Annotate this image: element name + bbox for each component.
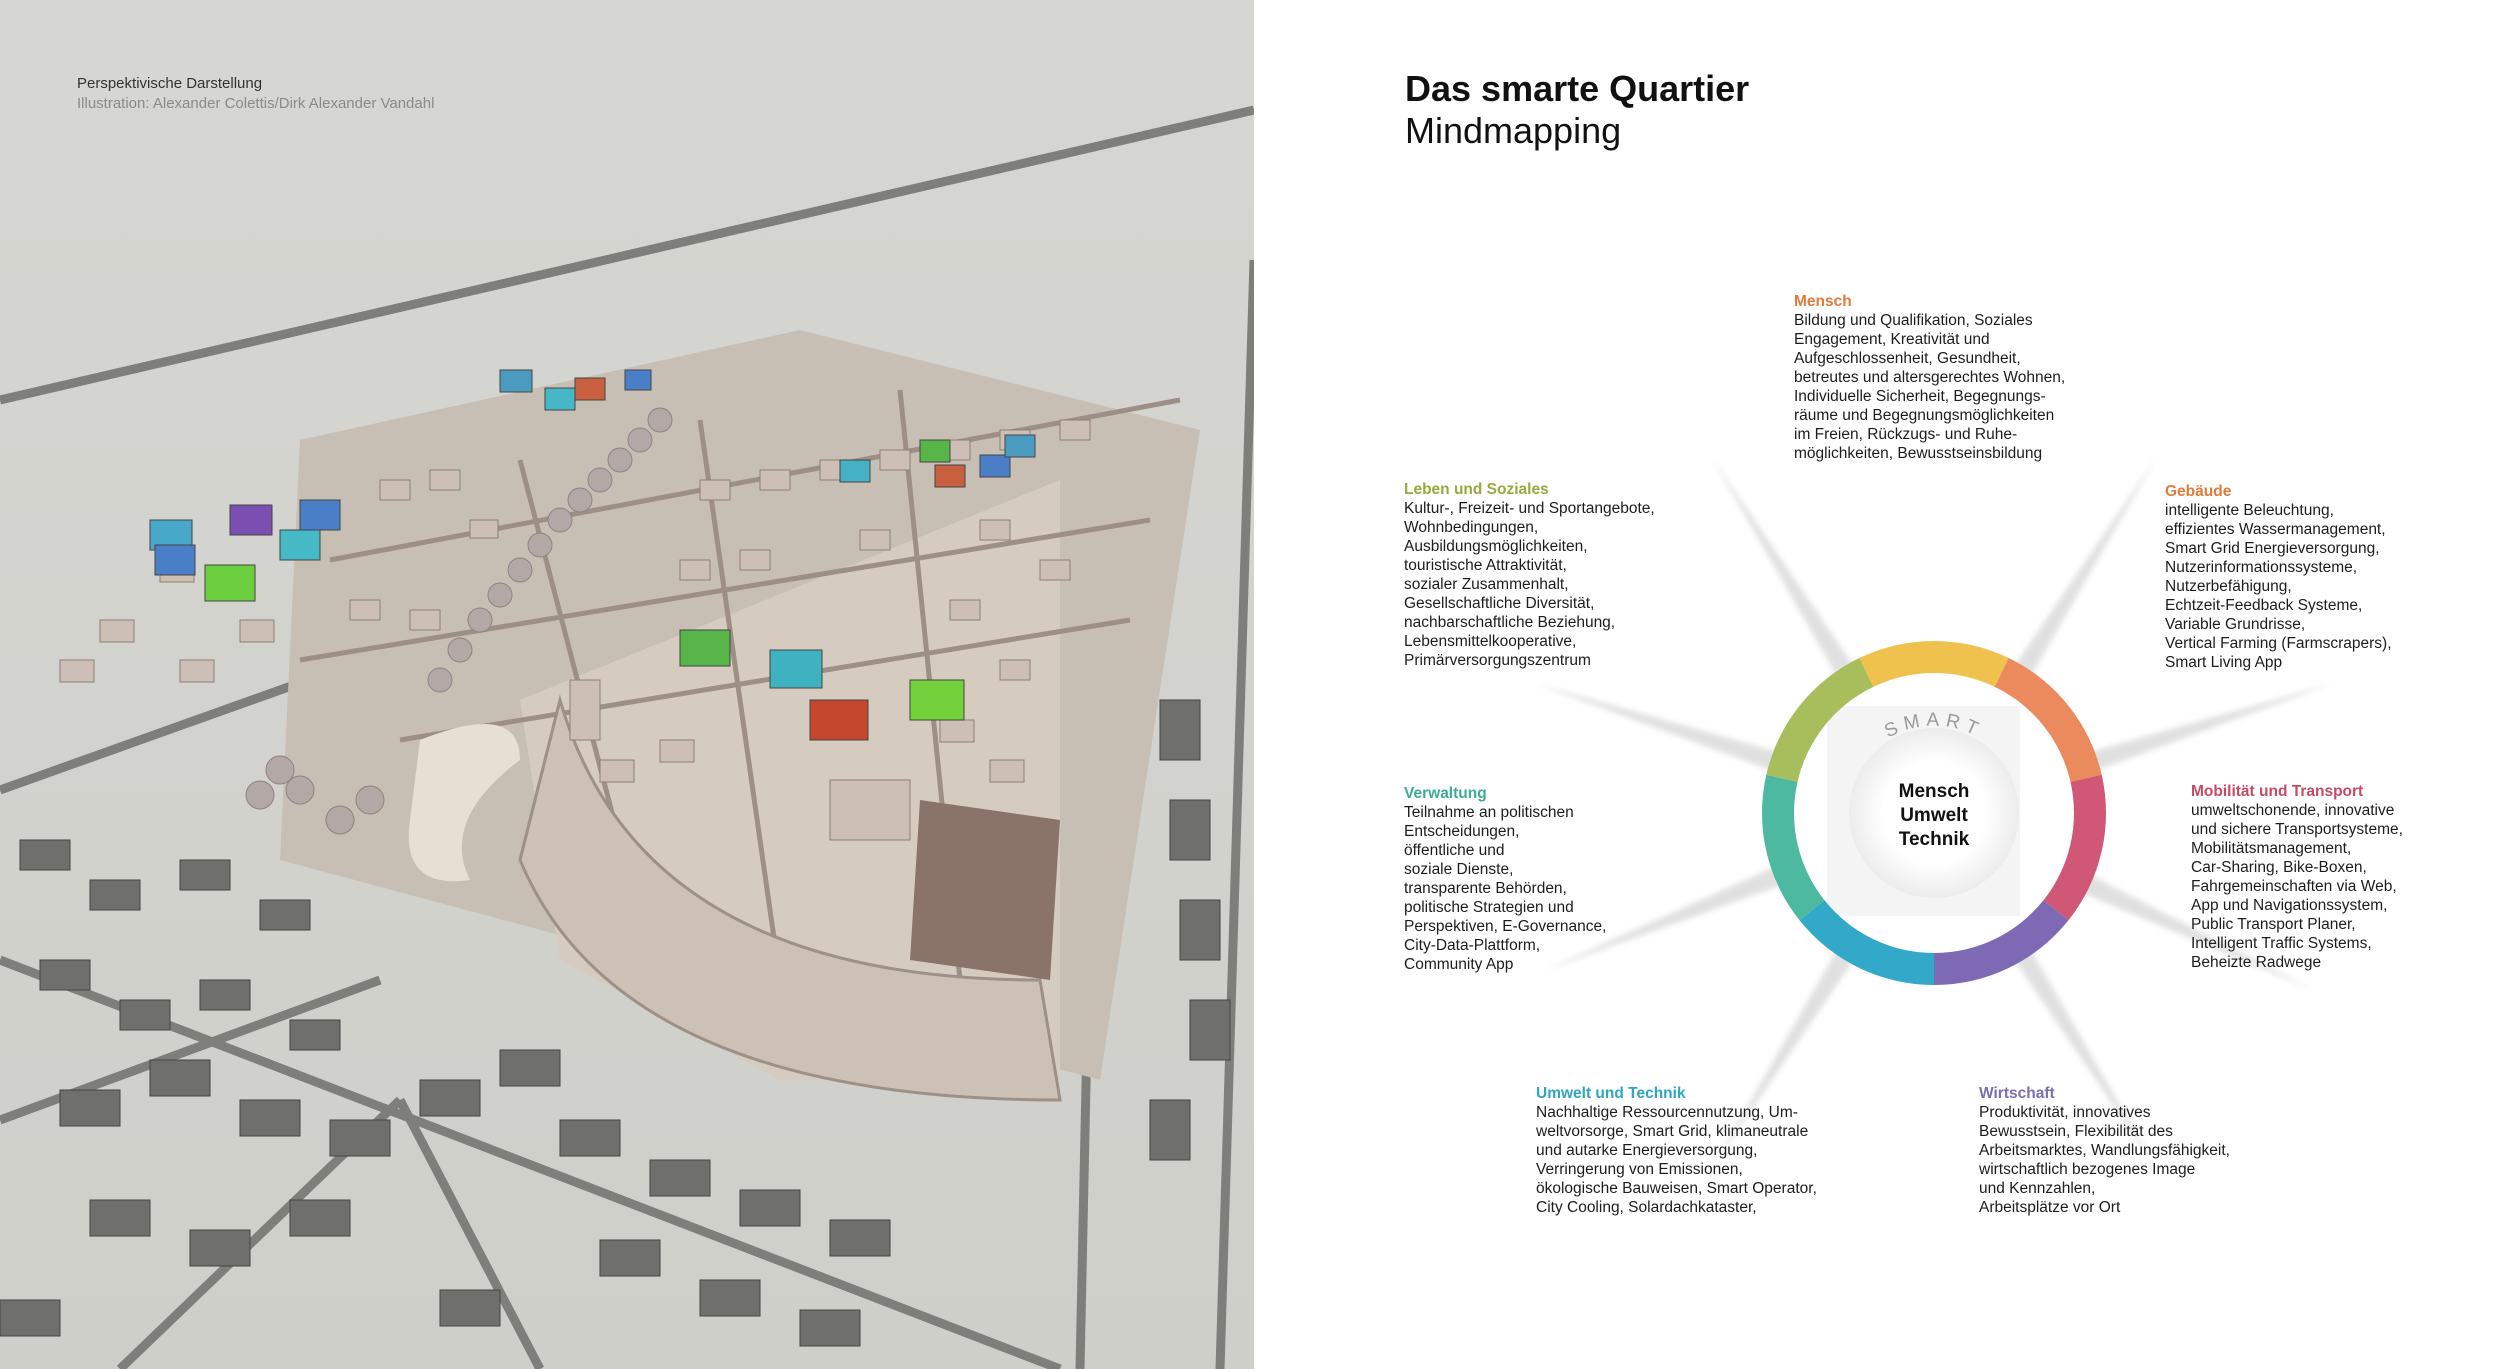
- category-text: Nachhaltige Ressourcennutzung, Um- weltv…: [1536, 1104, 1817, 1216]
- category-title: Gebäude: [2165, 483, 2232, 500]
- category-title: Mobilität und Transport: [2191, 783, 2364, 800]
- category-text: umweltschonende, innovative und sichere …: [2191, 802, 2403, 971]
- center-line-mensch: Mensch: [1898, 781, 1970, 802]
- category-title: Verwaltung: [1404, 785, 1487, 802]
- category-verwaltung: Verwaltung Teilnahme an politischen Ents…: [1404, 784, 1606, 974]
- page-subtitle: Mindmapping: [1405, 110, 1622, 151]
- center-line-umwelt: Umwelt: [1900, 805, 1968, 826]
- category-wirtschaft: Wirtschaft Produktivität, innovatives Be…: [1979, 1084, 2230, 1217]
- category-text: Teilnahme an politischen Entscheidungen,…: [1404, 804, 1607, 973]
- mindmap-page: [1254, 0, 2500, 1369]
- center-label: Mensch Umwelt Technik: [1874, 780, 1994, 852]
- category-leben: Leben und Soziales Kultur-, Freizeit- un…: [1404, 480, 1655, 670]
- caption-credit: Illustration: Alexander Colettis/Dirk Al…: [77, 95, 435, 112]
- category-text: Produktivität, innovatives Bewusstsein, …: [1979, 1104, 2230, 1216]
- category-umwelt: Umwelt und Technik Nachhaltige Ressource…: [1536, 1084, 1817, 1217]
- category-text: Kultur-, Freizeit- und Sportangebote, Wo…: [1404, 500, 1655, 669]
- illustration-caption: Perspektivische Darstellung Illustration…: [77, 74, 434, 114]
- aerial-view-image: [0, 0, 1254, 1369]
- category-title: Leben und Soziales: [1404, 481, 1549, 498]
- category-text: intelligente Beleuchtung, effizientes Wa…: [2165, 502, 2392, 671]
- caption-title: Perspektivische Darstellung: [77, 75, 263, 92]
- category-gebaeude: Gebäude intelligente Beleuchtung, effizi…: [2165, 482, 2392, 672]
- aerial-illustration: Perspektivische Darstellung Illustration…: [0, 0, 1254, 1369]
- category-title: Mensch: [1794, 293, 1852, 310]
- category-title: Wirtschaft: [1979, 1085, 2055, 1102]
- center-line-technik: Technik: [1898, 829, 1970, 850]
- page-title: Das smarte Quartier: [1405, 68, 1750, 109]
- category-title: Umwelt und Technik: [1536, 1085, 1686, 1102]
- page-title-block: Das smarte Quartier Mindmapping: [1405, 68, 1749, 152]
- category-mobilitaet: Mobilität und Transport umweltschonende,…: [2191, 782, 2403, 972]
- category-mensch: Mensch Bildung und Qualifikation, Sozial…: [1794, 292, 2065, 463]
- category-text: Bildung und Qualifikation, Soziales Enga…: [1794, 312, 2066, 462]
